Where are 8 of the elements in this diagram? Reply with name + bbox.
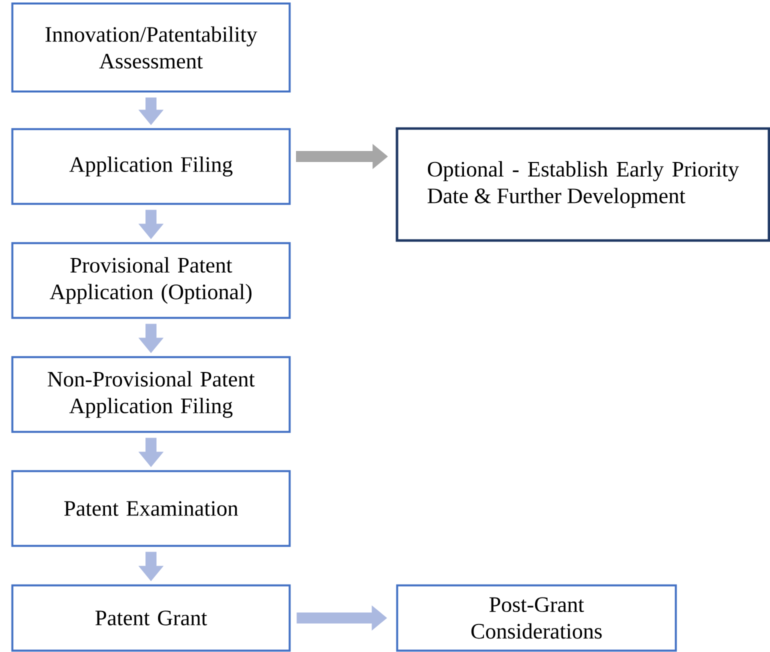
note-box: Optional - Establish Early Priority Date & Further Development: [396, 127, 770, 242]
process-box: Application Filing: [11, 128, 291, 205]
process-box: Patent Grant: [11, 584, 291, 652]
process-box: Non-Provisional Patent Application Filing: [11, 356, 291, 433]
process-box: Innovation/Patentability Assessment: [11, 2, 291, 92]
process-box: Post-Grant Considerations: [396, 584, 677, 652]
process-box: Patent Examination: [11, 470, 291, 547]
process-box: Provisional Patent Application (Optional): [11, 242, 291, 319]
